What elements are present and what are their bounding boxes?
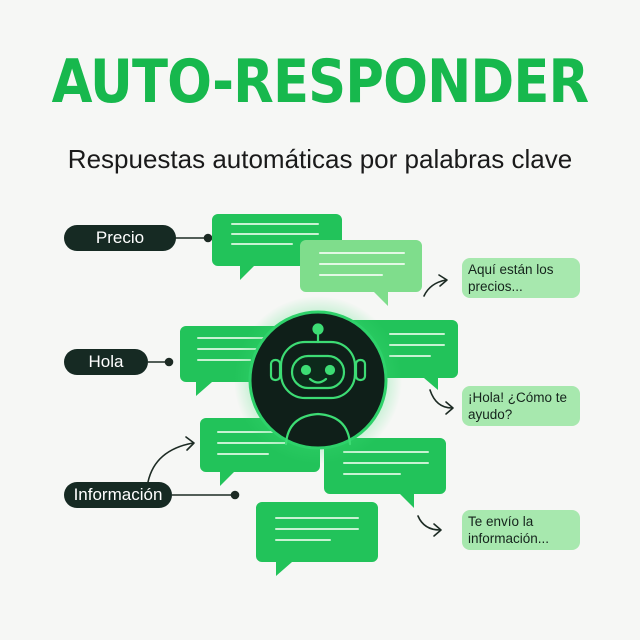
page-subtitle: Respuestas automáticas por palabras clav… (67, 144, 573, 174)
arrow-icon (417, 515, 442, 537)
keyword-connector-informacion (172, 490, 240, 500)
chat-bubble (256, 502, 378, 576)
auto-reply-precio: Aquí están los precios... (462, 258, 580, 298)
keyword-connector-hola (148, 357, 174, 367)
arrow-icon (423, 274, 448, 297)
keyword-precio: Precio (64, 225, 176, 251)
chat-bubble (300, 240, 422, 306)
page-title: AUTO-RESPONDER (51, 47, 590, 117)
robot-icon (234, 296, 402, 464)
keyword-connector-precio (175, 233, 213, 243)
keyword-hola: Hola (64, 349, 148, 375)
arrow-icon (429, 389, 454, 415)
keyword-informacion: Información (64, 482, 172, 508)
auto-reply-hola: ¡Hola! ¿Cómo te ayudo? (462, 386, 580, 426)
arrow-icon (147, 436, 195, 483)
auto-reply-informacion: Te envío la información... (462, 510, 580, 550)
